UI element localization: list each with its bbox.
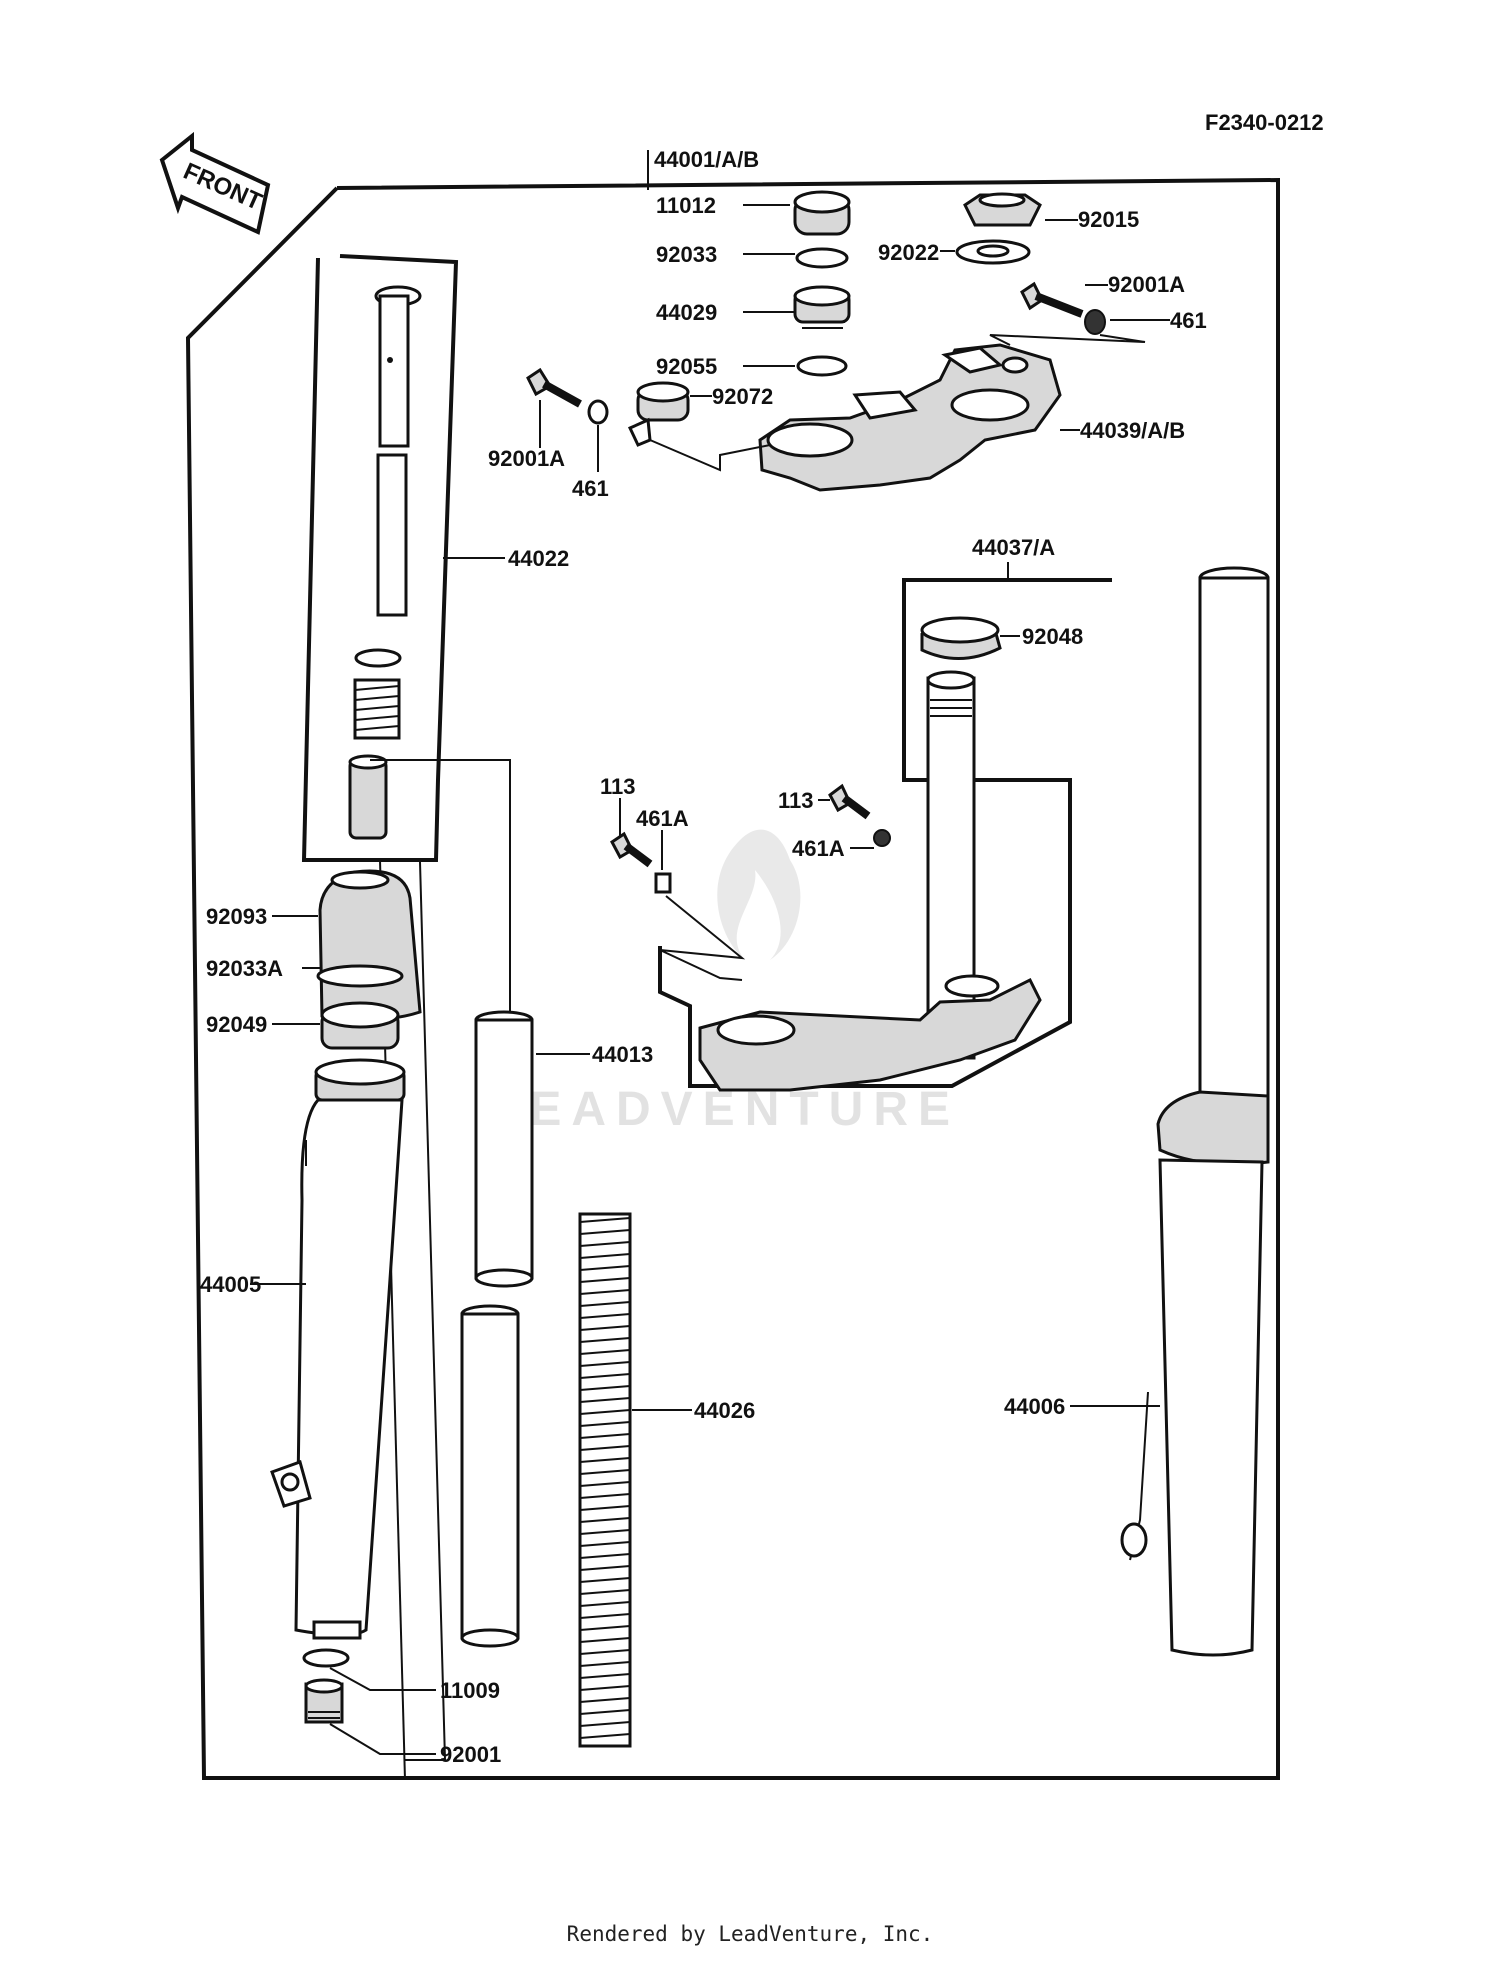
part-44013-inner-tube <box>460 1010 534 1648</box>
label-44013: 44013 <box>592 1042 653 1067</box>
connector-line-a <box>370 759 511 1020</box>
part-44037-stem-group <box>610 562 1112 1092</box>
diagram-code: F2340-0212 <box>1205 110 1324 135</box>
label-92015: 92015 <box>1078 207 1139 232</box>
part-92001A-bolt-right <box>1020 281 1084 318</box>
label-92033: 92033 <box>656 242 717 267</box>
label-92001A-b: 92001A <box>488 446 565 471</box>
part-92072-clamp <box>627 381 690 447</box>
connector-line-c <box>405 861 447 1761</box>
footer-credit: Rendered by LeadVenture, Inc. <box>566 1922 934 1946</box>
part-44029-plug <box>793 285 851 329</box>
label-113-b: 113 <box>600 774 636 799</box>
top-group: 44001/A/B 11012 92015 92033 92022 92001A… <box>488 147 1207 501</box>
label-92048: 92048 <box>1022 624 1083 649</box>
label-92001: 92001 <box>440 1742 501 1767</box>
label-44006: 44006 <box>1004 1394 1065 1419</box>
small-spring <box>353 678 401 740</box>
label-92072: 92072 <box>712 384 773 409</box>
part-44022-damper-group: 44022 <box>301 254 569 862</box>
label-92055: 92055 <box>656 354 717 379</box>
label-44022: 44022 <box>508 546 569 571</box>
label-461A-a: 461A <box>792 836 845 861</box>
label-44029: 44029 <box>656 300 717 325</box>
part-92093-dust-seal <box>318 869 422 1022</box>
label-461-b: 461 <box>572 476 609 501</box>
watermark: LEADVENTURE <box>490 829 960 1136</box>
part-461-washer-right <box>1084 309 1106 335</box>
part-44005-outer-tube <box>270 1058 406 1640</box>
label-11009: 11009 <box>440 1678 500 1703</box>
label-92033A: 92033A <box>206 956 283 981</box>
label-44005: 44005 <box>200 1272 261 1297</box>
part-92001A-bolt-left <box>526 367 582 408</box>
part-44006-fork-leg <box>1120 566 1270 1657</box>
front-arrow-icon: FRONT <box>159 131 271 235</box>
label-92093: 92093 <box>206 904 267 929</box>
svg-text:LEADVENTURE: LEADVENTURE <box>490 1083 960 1136</box>
label-44001: 44001/A/B <box>654 147 759 172</box>
label-11012: 11012 <box>656 193 716 218</box>
part-92055-ring <box>796 355 848 377</box>
part-44026-fork-spring <box>578 1212 632 1748</box>
label-461-a: 461 <box>1170 308 1207 333</box>
part-44039-upper-bracket <box>758 343 1062 492</box>
part-92049-oil-seal <box>320 1001 400 1050</box>
part-11009-washer <box>302 1648 350 1668</box>
label-461A-b: 461A <box>636 806 689 831</box>
label-44037: 44037/A <box>972 535 1055 560</box>
part-92001-drain-bolt <box>304 1678 344 1724</box>
label-92001A-a: 92001A <box>1108 272 1185 297</box>
label-44039: 44039/A/B <box>1080 418 1185 443</box>
part-461-washer-left <box>587 399 609 425</box>
part-92033-ring <box>795 247 849 269</box>
part-92022-washer <box>955 239 1031 265</box>
outer-frame <box>185 177 1280 1780</box>
part-92033A-clip <box>316 964 404 988</box>
label-92049: 92049 <box>206 1012 267 1037</box>
label-92022: 92022 <box>878 240 939 265</box>
label-44026: 44026 <box>694 1398 755 1423</box>
part-11012-cap <box>793 190 851 236</box>
label-113-a: 113 <box>778 788 814 813</box>
part-92015-nut <box>963 192 1042 227</box>
